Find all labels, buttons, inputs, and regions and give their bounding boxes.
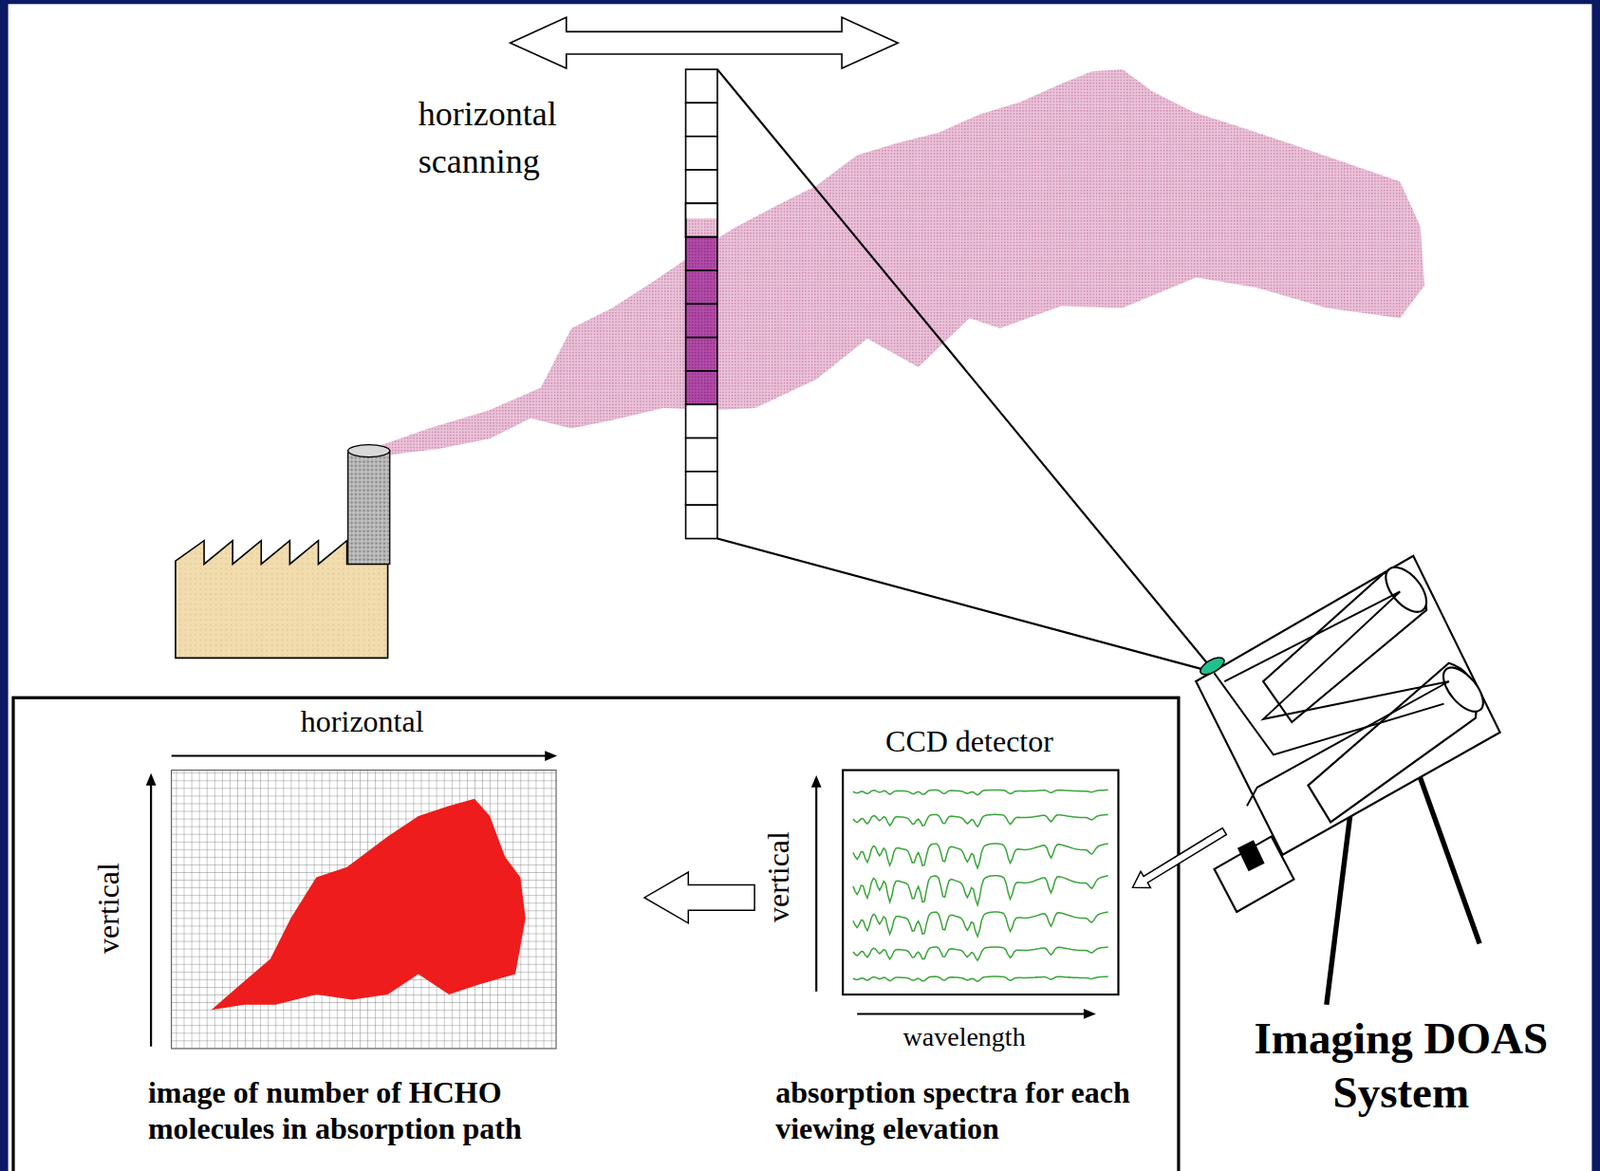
scan-cell — [686, 270, 718, 304]
flow-arrow-shape — [1133, 828, 1228, 889]
caption: absorption spectra for each viewing elev… — [775, 1074, 1165, 1148]
scan-cell — [686, 69, 718, 103]
scan-column — [686, 69, 718, 539]
result-panel — [13, 697, 1179, 1171]
scan-cell — [686, 504, 718, 539]
scan-cell — [686, 136, 718, 170]
hcho-plume-image — [211, 799, 526, 1011]
axis-label: vertical — [90, 862, 127, 954]
spectrum-line — [853, 976, 1109, 982]
flow-arrow — [1133, 828, 1228, 889]
scan-cell — [686, 371, 718, 405]
scan-label: horizontal scanning — [418, 90, 599, 187]
scan-cell — [686, 471, 718, 505]
axis-head — [146, 773, 157, 786]
sight-line — [717, 69, 1208, 664]
axis-arrow — [171, 754, 552, 757]
axis-label: wavelength — [903, 1021, 1026, 1054]
spectrum-line — [853, 947, 1109, 961]
flow-arrow — [644, 872, 755, 924]
axis-head — [1083, 1008, 1097, 1020]
scan-arrow — [510, 17, 899, 69]
scan-cell — [686, 203, 718, 237]
system-title: Imaging DOAS System — [1220, 1011, 1582, 1119]
box-title: CCD detector — [885, 723, 1054, 760]
axis-arrow — [149, 780, 152, 1047]
caption: image of number of HCHO molecules in abs… — [148, 1074, 614, 1148]
scan-cell — [686, 203, 718, 237]
spectrum-line — [853, 789, 1109, 795]
axis-arrow — [856, 1012, 1088, 1015]
imaging-doas-system: Imaging DOAS System — [1183, 550, 1587, 1112]
chimney — [348, 450, 391, 564]
spectrum-line — [853, 814, 1109, 827]
scan-cell — [686, 237, 718, 271]
scan-cell — [686, 303, 718, 337]
hcho-image: horizontalverticalimage of number of HCH… — [171, 770, 557, 1049]
axis-head — [544, 750, 558, 762]
axis-label: horizontal — [300, 703, 425, 740]
scan-cell — [686, 438, 718, 472]
axis-head — [811, 775, 822, 788]
spectrum-line — [853, 843, 1109, 869]
spectrum-line — [853, 875, 1109, 906]
chimney-top — [348, 445, 391, 458]
axis-label: vertical — [760, 831, 797, 923]
spectra — [853, 789, 1109, 982]
ccd-frame — [842, 770, 1118, 995]
scan-cell — [686, 169, 718, 204]
axis-arrow — [815, 783, 818, 992]
plume — [362, 69, 1425, 455]
scan-cell — [686, 337, 718, 372]
scan-cell — [686, 203, 718, 219]
spectrum-line — [853, 911, 1109, 937]
image-grid — [171, 770, 557, 1049]
imaging-doas-instrument — [1195, 556, 1500, 1005]
ccd-detector: CCD detectorverticalwavelengthabsorption… — [842, 770, 1118, 995]
sight-line — [717, 539, 1203, 670]
flow-arrow-shape — [644, 872, 755, 924]
scan-cell — [686, 404, 718, 438]
scan-cell — [686, 102, 718, 136]
